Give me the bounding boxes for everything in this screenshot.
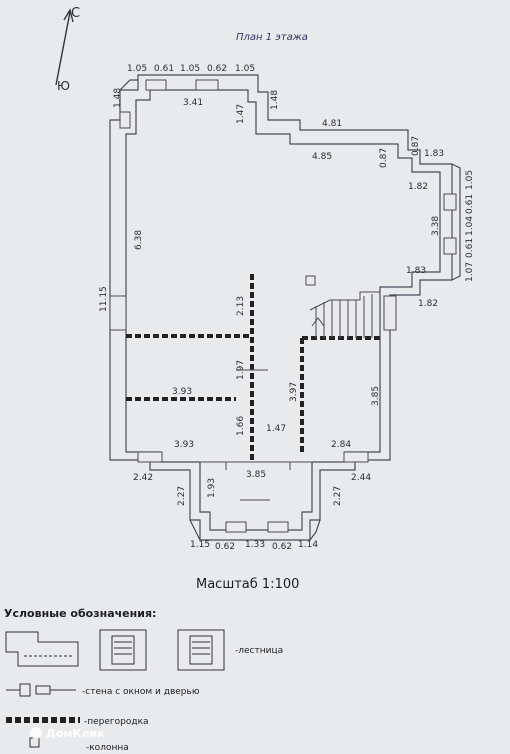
- dim-label: 1.05: [127, 64, 147, 74]
- dim-label: 2.84: [331, 440, 351, 450]
- window-openings: [109, 79, 457, 533]
- dim-label: 2.13: [236, 296, 246, 316]
- dim-label: 1.93: [207, 478, 217, 498]
- dim-label: 0.62: [207, 64, 227, 74]
- partitions: [126, 274, 380, 460]
- watermark-text: ДомКлик: [46, 727, 105, 740]
- dim-label: 0.62: [272, 542, 292, 552]
- legend-heading: Условные обозначения:: [4, 607, 156, 620]
- dim-label: 1.97: [236, 360, 246, 380]
- dim-label: 0.61: [465, 194, 475, 214]
- compass-north-label: С: [71, 6, 80, 21]
- dim-label: 1.82: [418, 299, 438, 309]
- dim-label: 3.85: [371, 386, 381, 406]
- legend-item-stair: -лестница: [235, 646, 283, 656]
- scale-label: Масштаб 1:100: [196, 577, 299, 592]
- dim-label: 1.15: [190, 540, 210, 550]
- dim-label: 3.38: [431, 216, 441, 236]
- plan-title: План 1 этажа: [236, 32, 308, 43]
- exterior-walls: [109, 74, 461, 541]
- legend-wall-symbol: [6, 683, 76, 697]
- dim-label: 3.93: [172, 387, 192, 397]
- dim-label: 1.33: [245, 540, 265, 550]
- dim-label: 3.41: [183, 98, 203, 108]
- compass-south-label: Ю: [57, 79, 70, 93]
- dim-label: 0.87: [379, 148, 389, 168]
- legend-item-wall: -стена с окном и дверью: [82, 687, 200, 697]
- dim-label: 1.47: [236, 104, 246, 124]
- dim-label: 0.61: [154, 64, 174, 74]
- dim-label: 2.27: [333, 486, 343, 506]
- dim-label: 11.15: [99, 286, 109, 312]
- dim-label: 3.85: [246, 470, 266, 480]
- dim-label: 1.83: [424, 149, 444, 159]
- dim-label: 1.07: [465, 262, 475, 282]
- dim-label: 1.04: [465, 216, 475, 236]
- dim-label: 0.62: [215, 542, 235, 552]
- legend-item-partition: -перегородка: [84, 717, 149, 727]
- column-marker: [305, 275, 316, 286]
- dim-label: 2.27: [177, 486, 187, 506]
- legend-stair-symbols: [5, 629, 225, 671]
- dim-label: 1.48: [113, 88, 123, 108]
- dim-label: 1.48: [270, 90, 280, 110]
- dim-label: 2.42: [133, 473, 153, 483]
- dim-label: 3.97: [289, 382, 299, 402]
- dim-label: 1.82: [408, 182, 428, 192]
- dim-label: 4.81: [322, 119, 342, 129]
- dim-label: 4.85: [312, 152, 332, 162]
- dim-label: 1.05: [180, 64, 200, 74]
- dim-label: 0.61: [465, 238, 475, 258]
- dim-label: 1.05: [235, 64, 255, 74]
- dim-label: 6.38: [134, 230, 144, 250]
- legend-column-symbol: [29, 737, 40, 748]
- dim-label: 0.87: [411, 136, 421, 156]
- stair-symbol: [309, 291, 381, 338]
- compass-arrow: [55, 8, 74, 86]
- dim-label: 3.93: [174, 440, 194, 450]
- watermark-logo: ДомКлик: [30, 727, 105, 740]
- dim-label: 1.66: [236, 416, 246, 436]
- interior-lines: [200, 369, 312, 501]
- dimension-labels: 1.05 0.61 1.05 0.62 1.05 1.48 3.41 1.47 …: [99, 64, 475, 552]
- dim-label: 2.44: [351, 473, 371, 483]
- dim-label: 1.83: [406, 266, 426, 276]
- dim-label: 1.14: [298, 540, 318, 550]
- dim-label: 1.47: [266, 424, 286, 434]
- dim-label: 1.05: [465, 170, 475, 190]
- legend-item-column: -колонна: [86, 743, 129, 753]
